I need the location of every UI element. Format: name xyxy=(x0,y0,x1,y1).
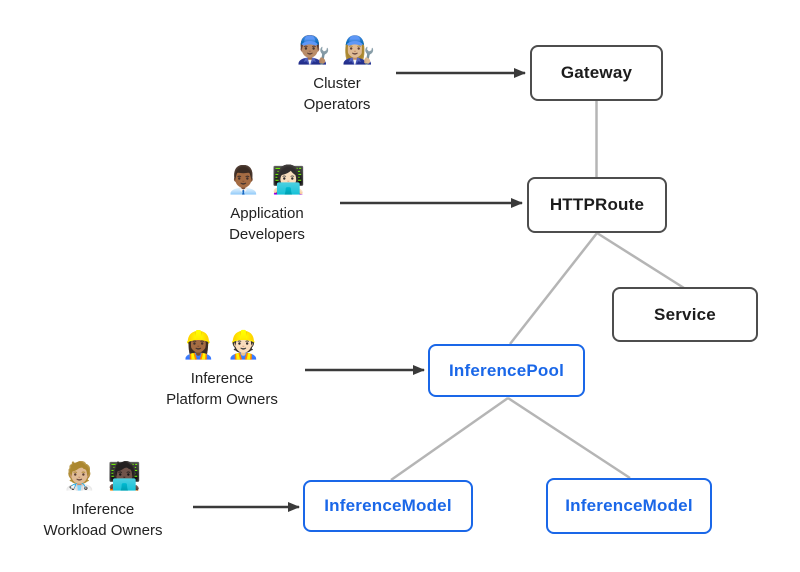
node-service: Service xyxy=(612,287,758,342)
node-inferencepool-label: InferencePool xyxy=(448,360,565,380)
application-developers-label: Application Developers xyxy=(162,203,372,245)
edge-inferencepool-inferencemodel-left xyxy=(390,396,509,482)
node-inferencemodel-left-label: InferenceModel xyxy=(324,496,452,515)
application-developers-label-line1: Application xyxy=(230,205,304,222)
inference-workload-owners-label-line2: Workload Owners xyxy=(43,522,163,539)
inference-workload-owners-emoji-icon: 🧑🏼‍⚕️ 🧑🏿‍💻 xyxy=(62,461,144,491)
persona-application-developers: 👨🏾‍💼 👩🏻‍💻 Application Developers xyxy=(162,163,372,245)
edge-inferencepool-inferencemodel-right xyxy=(507,396,631,480)
node-inferencemodel-right-label: InferenceModel xyxy=(565,496,693,515)
inference-workload-owners-label-line1: Inference xyxy=(71,501,135,518)
edge-httproute-service xyxy=(596,231,685,290)
inference-platform-owners-label-line2: Platform Owners xyxy=(166,391,278,408)
cluster-operators-emoji-icon: 👨🏽‍🔧 👩🏼‍🔧 xyxy=(296,35,378,65)
cluster-operators-label-line2: Operators xyxy=(303,96,371,113)
cluster-operators-label: Cluster Operators xyxy=(232,73,442,115)
edge-httproute-inferencepool xyxy=(509,232,598,345)
inference-platform-owners-emoji-icon: 👷🏾‍♀️ 👷🏻 xyxy=(181,330,263,360)
node-gateway-label: Gateway xyxy=(560,63,633,82)
cluster-operators-label-line1: Cluster xyxy=(313,75,361,92)
node-inferencemodel-right: InferenceModel xyxy=(546,478,712,534)
node-service-label: Service xyxy=(654,304,716,324)
inference-platform-owners-label: Inference Platform Owners xyxy=(117,368,327,410)
node-gateway: Gateway xyxy=(530,45,663,101)
inference-workload-owners-label: Inference Workload Owners xyxy=(0,499,208,541)
application-developers-label-line2: Developers xyxy=(229,226,305,243)
persona-cluster-operators: 👨🏽‍🔧 👩🏼‍🔧 Cluster Operators xyxy=(232,33,442,115)
node-httproute-label: HTTPRoute xyxy=(549,195,645,214)
inference-platform-owners-label-line1: Inference xyxy=(190,370,254,387)
node-inferencepool: InferencePool xyxy=(428,344,585,397)
application-developers-emoji-icon: 👨🏾‍💼 👩🏻‍💻 xyxy=(226,165,308,195)
node-inferencemodel-left: InferenceModel xyxy=(303,480,473,532)
persona-inference-workload-owners: 🧑🏼‍⚕️ 🧑🏿‍💻 Inference Workload Owners xyxy=(0,459,208,541)
node-httproute: HTTPRoute xyxy=(527,177,667,233)
persona-inference-platform-owners: 👷🏾‍♀️ 👷🏻 Inference Platform Owners xyxy=(117,328,327,410)
